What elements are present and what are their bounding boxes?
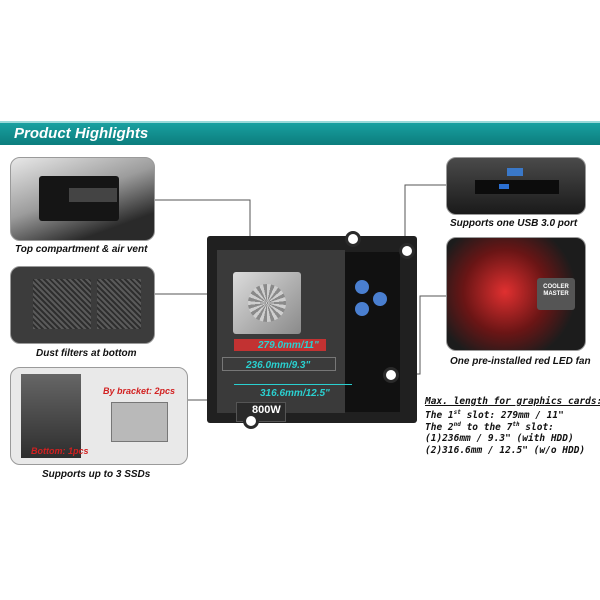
led-fan-photo: COOLER MASTER: [446, 237, 586, 351]
ssd-caption: Supports up to 3 SSDs: [42, 469, 151, 480]
page-title: Product Highlights: [14, 125, 149, 142]
ssd-photo: By bracket: 2pcs Bottom: 1pcs: [10, 367, 188, 465]
usb-caption: Supports one USB 3.0 port: [450, 218, 578, 229]
bay-fan-icon-1: [355, 280, 369, 294]
header-banner: [0, 121, 600, 145]
measurement-3: 316.6mm/12.5": [260, 388, 330, 399]
measurement-2: 236.0mm/9.3": [246, 360, 311, 371]
marker-top-compartment: [345, 231, 361, 247]
marker-usb: [399, 243, 415, 259]
spec-title: Max. length for graphics cards:: [425, 396, 600, 407]
dust-filters-photo: [10, 266, 155, 344]
psu-label: 800W: [252, 404, 281, 416]
top-compartment-caption: Top compartment & air vent: [15, 244, 148, 255]
usb-photo: [446, 157, 586, 215]
spec-line-4: (2)316.6mm / 12.5" (w/o HDD): [425, 445, 586, 456]
drive-bays: [345, 252, 400, 412]
marker-ssd: [243, 413, 259, 429]
cooler-master-logo: COOLER MASTER: [543, 284, 569, 297]
spec-line-1: The 1st slot: 279mm / 11": [425, 409, 564, 422]
dust-filters-caption: Dust filters at bottom: [36, 348, 137, 359]
measurement-line: [234, 384, 352, 385]
measurement-1: 279.0mm/11": [258, 340, 319, 351]
gpu-slot-1: [234, 339, 326, 351]
marker-led-fan: [383, 367, 399, 383]
bracket-label: By bracket: 2pcs: [103, 386, 176, 396]
spec-line-2: The 2nd to the 7th slot:: [425, 421, 554, 434]
bay-fan-icon-3: [373, 292, 387, 306]
led-fan-caption: One pre-installed red LED fan: [450, 356, 591, 367]
spec-line-3: (1)236mm / 9.3" (with HDD): [425, 433, 574, 444]
bay-fan-icon-2: [355, 302, 369, 316]
bottom-label: Bottom: 1pcs: [31, 446, 89, 456]
cooler-fan-icon: [248, 284, 286, 322]
top-compartment-photo: [10, 157, 155, 241]
gpu-slot-2: [222, 357, 336, 371]
